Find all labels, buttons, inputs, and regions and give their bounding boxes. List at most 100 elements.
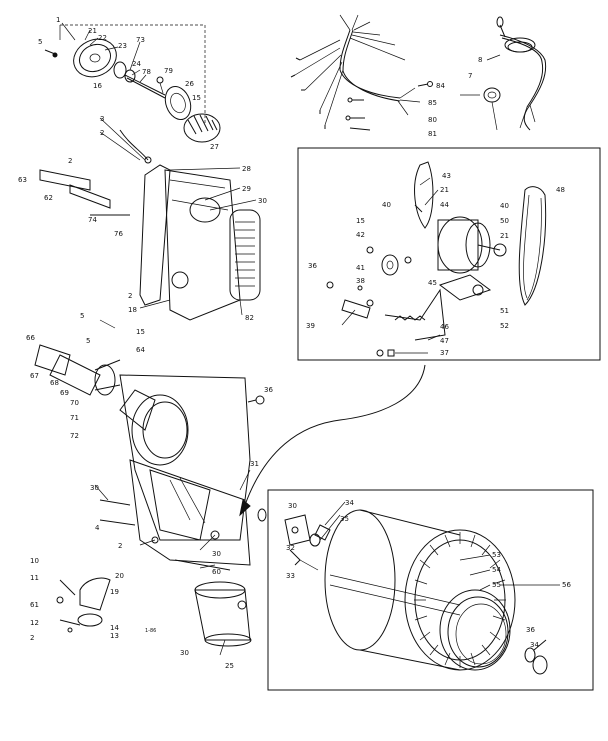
drawing-code: 1-86 bbox=[145, 628, 156, 634]
part-label: 11 bbox=[30, 574, 39, 582]
part-label: 72 bbox=[70, 432, 79, 440]
part-label: 78 bbox=[142, 68, 151, 76]
part-label: 33 bbox=[286, 572, 295, 580]
part-label: 85 bbox=[428, 99, 437, 107]
part-label: 55 bbox=[492, 581, 501, 589]
part-label: 52 bbox=[500, 322, 509, 330]
leader-lines bbox=[61, 22, 501, 656]
part-label: 44 bbox=[440, 201, 449, 209]
capacitor-group bbox=[174, 559, 252, 647]
part-label: 23 bbox=[118, 42, 127, 50]
part-labels: 1 21 22 23 73 5 24 78 79 16 26 15 27 3 2… bbox=[18, 16, 571, 670]
part-label: 51 bbox=[500, 307, 509, 315]
part-label: 2 bbox=[128, 292, 132, 300]
part-label: 73 bbox=[136, 36, 145, 44]
part-label: 24 bbox=[132, 60, 141, 68]
part-label: 62 bbox=[44, 194, 53, 202]
part-label: 30 bbox=[212, 550, 221, 558]
part-label: 61 bbox=[30, 601, 39, 609]
part-label: 34 bbox=[345, 499, 354, 507]
part-label: 50 bbox=[500, 217, 509, 225]
part-label: 39 bbox=[306, 322, 315, 330]
part-label: 36 bbox=[264, 386, 273, 394]
wiring-harness-group bbox=[290, 14, 433, 131]
part-label: 46 bbox=[440, 323, 449, 331]
part-label: 64 bbox=[136, 346, 145, 354]
part-label: 20 bbox=[115, 572, 124, 580]
part-label: 30 bbox=[90, 484, 99, 492]
part-label: 80 bbox=[428, 116, 437, 124]
part-label: 32 bbox=[286, 544, 295, 552]
part-label: 10 bbox=[30, 557, 39, 565]
part-label: 30 bbox=[258, 197, 267, 205]
motor-detail-box bbox=[297, 147, 601, 361]
part-label: 70 bbox=[70, 399, 79, 407]
part-label: 22 bbox=[98, 34, 107, 42]
part-label: 82 bbox=[245, 314, 254, 322]
part-label: 2 bbox=[68, 157, 72, 165]
part-label: 81 bbox=[428, 130, 437, 138]
part-label: 36 bbox=[308, 262, 317, 270]
part-label: 28 bbox=[242, 165, 251, 173]
motor-assembly-group bbox=[326, 161, 547, 357]
part-label: 69 bbox=[60, 389, 69, 397]
part-label: 76 bbox=[114, 230, 123, 238]
part-label: 36 bbox=[526, 626, 535, 634]
part-label: 2 bbox=[100, 129, 104, 137]
part-label: 60 bbox=[212, 568, 221, 576]
part-label: 14 bbox=[110, 624, 119, 632]
part-label: 13 bbox=[110, 632, 119, 640]
part-label: 74 bbox=[88, 216, 97, 224]
part-label: 21 bbox=[500, 232, 509, 240]
door-switch-group bbox=[56, 577, 111, 633]
part-label: 35 bbox=[340, 515, 349, 523]
part-label: 21 bbox=[440, 186, 449, 194]
part-label: 63 bbox=[18, 176, 27, 184]
blower-assembly-group bbox=[44, 24, 221, 143]
part-label: 3 bbox=[100, 115, 104, 123]
drum-detail-box bbox=[267, 489, 594, 691]
part-label: 12 bbox=[30, 619, 39, 627]
part-label: 15 bbox=[136, 328, 145, 336]
part-label: 41 bbox=[356, 264, 365, 272]
part-label: 30 bbox=[180, 649, 189, 657]
part-label: 42 bbox=[356, 231, 365, 239]
part-label: 30 bbox=[288, 502, 297, 510]
part-label: 2 bbox=[118, 542, 122, 550]
part-label: 67 bbox=[30, 372, 39, 380]
part-label: 19 bbox=[110, 588, 119, 596]
part-label: 5 bbox=[38, 38, 42, 46]
part-label: 16 bbox=[93, 82, 102, 90]
drum-group bbox=[257, 508, 560, 675]
front-bulkhead-group bbox=[34, 129, 265, 566]
part-label: 1 bbox=[56, 16, 60, 24]
part-label: 2 bbox=[30, 634, 34, 642]
part-label: 48 bbox=[556, 186, 565, 194]
part-label: 18 bbox=[128, 306, 137, 314]
part-label: 37 bbox=[440, 349, 449, 357]
part-label: 56 bbox=[562, 581, 571, 589]
part-label: 15 bbox=[356, 217, 365, 225]
part-label: 27 bbox=[210, 143, 219, 151]
part-label: 53 bbox=[492, 551, 501, 559]
part-label: 15 bbox=[192, 94, 201, 102]
part-label: 5 bbox=[80, 312, 84, 320]
part-label: 4 bbox=[95, 524, 100, 532]
part-label: 25 bbox=[225, 662, 234, 670]
part-label: 34 bbox=[530, 641, 539, 649]
part-label: 40 bbox=[382, 201, 391, 209]
part-label: 71 bbox=[70, 414, 79, 422]
part-label: 38 bbox=[356, 277, 365, 285]
part-label: 5 bbox=[86, 337, 90, 345]
part-label: 68 bbox=[50, 379, 59, 387]
part-label: 31 bbox=[250, 460, 259, 468]
part-label: 84 bbox=[436, 82, 445, 90]
part-label: 79 bbox=[164, 67, 173, 75]
part-label: 47 bbox=[440, 337, 449, 345]
part-label: 21 bbox=[88, 27, 97, 35]
part-label: 40 bbox=[500, 202, 509, 210]
part-label: 43 bbox=[442, 172, 451, 180]
part-label: 26 bbox=[185, 80, 194, 88]
part-label: 8 bbox=[478, 56, 482, 64]
